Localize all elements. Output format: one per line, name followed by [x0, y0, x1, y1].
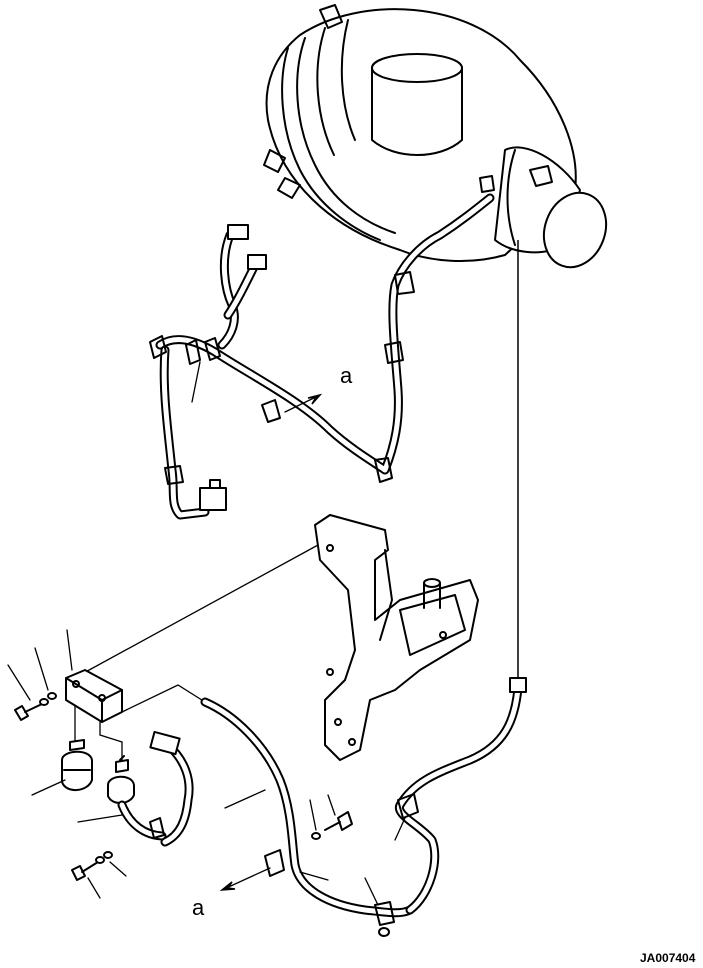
upper-wiring-harness — [149, 193, 495, 520]
view-marker-lower: a — [192, 895, 205, 920]
bolt-lower-left — [71, 851, 127, 899]
air-cleaner — [263, 4, 608, 269]
view-arrow-lower: a — [192, 867, 271, 920]
connector — [247, 254, 267, 270]
sensor-plate — [65, 669, 123, 723]
lower-wiring-harness — [121, 677, 527, 937]
view-arrow-upper: a — [284, 363, 353, 413]
pressure-sensor-2 — [77, 721, 167, 841]
sensor-wire — [149, 730, 194, 847]
mounting-bracket — [314, 514, 479, 761]
bolt-lower-right — [309, 794, 353, 840]
bolt-upper-left — [7, 647, 57, 721]
connector — [227, 224, 249, 240]
view-marker-upper: a — [340, 363, 353, 388]
drawing-code: JA007404 — [640, 951, 696, 965]
pressure-sensor-1 — [31, 704, 93, 796]
